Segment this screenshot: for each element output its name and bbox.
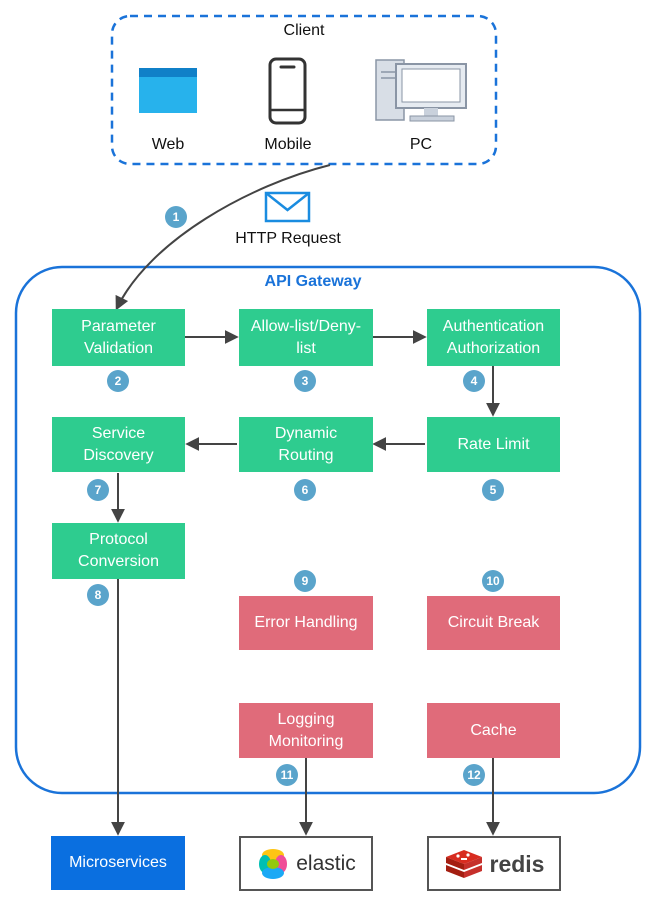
- node-parameter-validation-line2: Validation: [83, 339, 154, 357]
- client-item-pc: PC: [409, 136, 433, 153]
- step-badge-5: 5: [482, 479, 504, 501]
- node-microservices-label: Microservices: [69, 854, 167, 871]
- node-logging-line1: Logging: [277, 710, 335, 728]
- client-item-mobile: Mobile: [264, 136, 312, 153]
- api-gateway-container: [14, 265, 642, 795]
- node-protocol-conversion: Protocol Conversion: [52, 523, 185, 579]
- step-badge-8: 8: [87, 584, 109, 606]
- http-request-label: HTTP Request: [235, 230, 341, 247]
- node-dynamic-routing-line2: Routing: [278, 446, 334, 464]
- client-item-web: Web: [151, 136, 185, 153]
- step-badge-3: 3: [294, 370, 316, 392]
- desktop-computer-icon: [375, 59, 467, 122]
- node-rate-limit: Rate Limit: [427, 417, 560, 472]
- node-logging-line2: Monitoring: [268, 732, 344, 750]
- mobile-phone-icon: [268, 57, 307, 125]
- node-error-handling: Error Handling: [239, 596, 373, 650]
- redis-wordmark: redis: [489, 850, 545, 877]
- node-elastic: elastic: [239, 836, 373, 891]
- node-dynamic-routing-line1: Dynamic: [274, 424, 338, 442]
- node-logging-monitoring: Logging Monitoring: [239, 703, 373, 758]
- arrow-client-to-validation: [115, 164, 331, 311]
- node-protocol-conversion-line2: Conversion: [78, 553, 159, 570]
- step-badge-12: 12: [463, 764, 485, 786]
- client-container: [110, 14, 498, 166]
- node-allow-deny-list-line1: Allow-list/Deny-: [250, 317, 362, 335]
- step-badge-1: 1: [165, 206, 187, 228]
- envelope-icon: [264, 191, 311, 223]
- browser-window-icon: [139, 68, 197, 113]
- step-badge-2: 2: [107, 370, 129, 392]
- step-badge-9: 9: [294, 570, 316, 592]
- node-protocol-conversion-line1: Protocol: [89, 531, 148, 548]
- step-badge-10: 10: [482, 570, 504, 592]
- step-badge-6: 6: [294, 479, 316, 501]
- node-parameter-validation: Parameter Validation: [52, 309, 185, 366]
- node-rate-limit-line1: Rate Limit: [457, 435, 530, 453]
- redis-logo-icon: [445, 849, 482, 878]
- node-allow-deny-list-line2: list: [296, 339, 316, 357]
- node-service-discovery-line1: Service: [91, 424, 146, 442]
- node-error-handling-line1: Error Handling: [254, 614, 358, 631]
- api-gateway-title: API Gateway: [264, 273, 362, 290]
- node-allow-deny-list: Allow-list/Deny- list: [239, 309, 373, 366]
- node-authentication-line2: Authorization: [446, 339, 541, 357]
- node-cache: Cache: [427, 703, 560, 758]
- client-title: Client: [283, 22, 325, 39]
- node-parameter-validation-line1: Parameter: [81, 317, 156, 335]
- step-badge-4: 4: [463, 370, 485, 392]
- node-service-discovery-line2: Discovery: [83, 446, 154, 464]
- node-authentication-authorization: Authentication Authorization: [427, 309, 560, 366]
- node-cache-line1: Cache: [470, 721, 517, 739]
- node-service-discovery: Service Discovery: [52, 417, 185, 472]
- elastic-logo-icon: [259, 848, 288, 879]
- node-circuit-break-line1: Circuit Break: [447, 614, 540, 631]
- node-dynamic-routing: Dynamic Routing: [239, 417, 373, 472]
- node-microservices: Microservices: [51, 836, 185, 890]
- elastic-wordmark: elastic: [296, 851, 356, 875]
- node-circuit-break: Circuit Break: [427, 596, 560, 650]
- node-authentication-line1: Authentication: [442, 317, 545, 335]
- node-redis: redis: [427, 836, 561, 891]
- step-badge-7: 7: [87, 479, 109, 501]
- step-badge-11: 11: [276, 764, 298, 786]
